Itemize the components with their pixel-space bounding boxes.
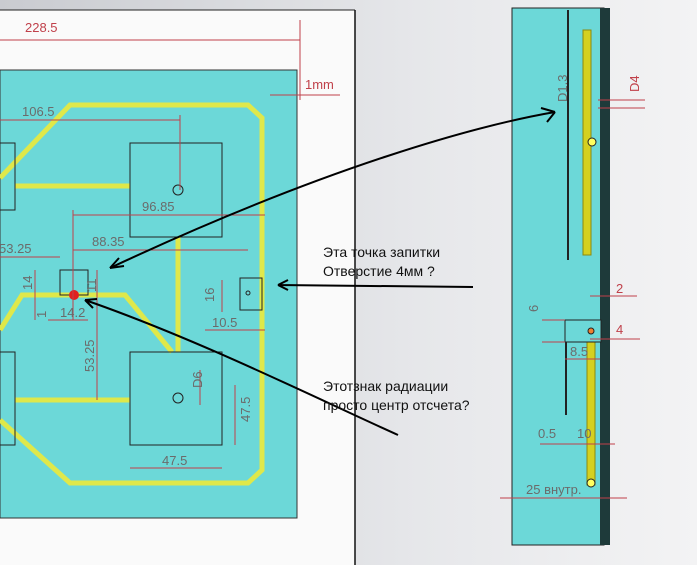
dim-pad-height: 14: [20, 276, 35, 290]
dim-side-pad: 6: [526, 305, 541, 312]
dim-width-total: 228.5: [25, 20, 58, 35]
note-radiation-sign: Этотзнак радиации: [323, 378, 448, 394]
dim-side-gap: 2: [616, 281, 623, 296]
origin-marker: [69, 290, 79, 300]
dim-top-track: 106.5: [22, 104, 55, 119]
dim-square-h: 47.5: [162, 453, 187, 468]
side-rods: [564, 10, 602, 488]
dim-connector-w: 10.5: [212, 315, 237, 330]
dim-connector-h: 16: [202, 288, 217, 302]
dim-small: 1: [34, 311, 49, 318]
dim-pad-width: 14.2: [60, 305, 85, 320]
dim-side-offset: 4: [616, 322, 623, 337]
dim-hole-dia: D6: [190, 371, 205, 388]
dim-lower-offset: 53.25: [82, 339, 97, 372]
dim-tube-dia: D4: [627, 75, 642, 92]
dim-side-length: 8.5: [570, 344, 588, 359]
dim-pad-gap: 11: [84, 279, 99, 293]
dim-square-v: 47.5: [238, 397, 253, 422]
dim-rod-dia: D1.3: [555, 75, 570, 102]
note-feed-point: Эта точка запитки: [323, 244, 440, 260]
side-ground-plane: [600, 8, 610, 545]
dim-side-thin: 0.5: [538, 426, 556, 441]
dim-side-spacing: 10: [577, 426, 591, 441]
dim-side-inner: 25 внутр.: [526, 482, 581, 497]
note-hole: Отверстие 4мм ?: [323, 263, 435, 279]
dim-square-center: 96.85: [142, 199, 175, 214]
note-reference-center: просто центр отсчета?: [323, 397, 470, 413]
side-dimension-lines: [500, 99, 645, 499]
dim-gap: 1mm: [305, 77, 334, 92]
dimension-lines: [0, 20, 340, 469]
dim-left-offset: 53.25: [0, 241, 32, 256]
dim-feed-offset: 88.35: [92, 234, 125, 249]
annotation-arrows: [84, 107, 556, 436]
radiator-squares: [0, 142, 263, 446]
